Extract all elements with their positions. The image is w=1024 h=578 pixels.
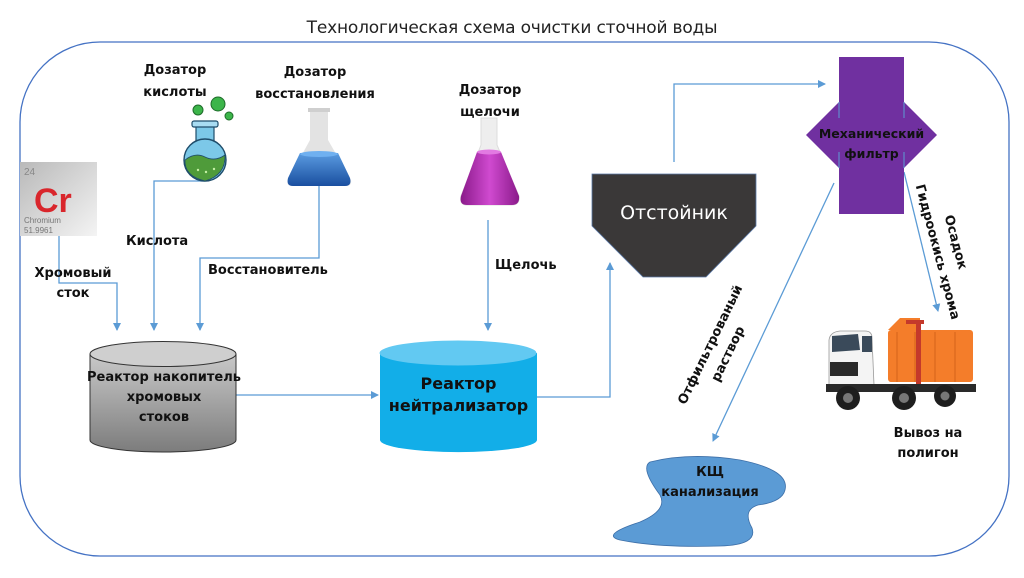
garbage-truck-icon (826, 318, 976, 410)
mechanical-filter-line1: Механический (818, 126, 925, 141)
landfill-label: Вывоз на полигон (878, 424, 978, 464)
connector-filter-to-truck (903, 171, 941, 312)
landfill-line1: Вывоз на (893, 426, 963, 441)
reducer-dispenser-label: Дозатор восстановления (250, 62, 380, 106)
alkali-dispenser-line2: щелочи (460, 105, 520, 120)
reducer-flow-label: Восстановитель (208, 263, 328, 278)
connectors (58, 80, 941, 442)
neutralizer-reactor-line1: Реактор (420, 374, 497, 393)
sewer-blob-shape (613, 456, 786, 547)
erlenmeyer-flask-blue-icon (287, 108, 352, 186)
chromium-element-tile: 24 Cr Chromium 51.9961 (20, 162, 97, 236)
chrome-drain-label: Хромовый сток (28, 264, 118, 304)
connector-chrome-drain (58, 236, 121, 331)
neutralizer-reactor-label: Реактор нейтрализатор (380, 373, 537, 417)
neutralizer-reactor-line2: нейтрализатор (388, 396, 529, 415)
process-boundary-frame (19, 41, 1010, 557)
acid-dispenser-line2: кислоты (143, 85, 207, 100)
erlenmeyer-flask-purple-icon (460, 117, 520, 206)
page-title: Технологическая схема очистки сточной во… (306, 18, 718, 38)
connector-neutralizer-to-settler (537, 262, 614, 398)
connector-reducer (196, 186, 320, 331)
reducer-dispenser-line1: Дозатор (283, 65, 347, 80)
chrome-drain-line1: Хромовый (34, 266, 112, 281)
acid-dispenser-line1: Дозатор (143, 63, 207, 78)
connector-filter-to-sewer (712, 182, 835, 442)
round-flask-green-icon (183, 96, 234, 182)
element-name: Chromium (24, 216, 61, 225)
sewer-line2: канализация (661, 485, 759, 500)
connector-acid (150, 180, 205, 331)
storage-reactor-label: Реактор накопитель хромовых стоков (86, 368, 242, 428)
sewer-label: КЩ канализация (655, 463, 765, 503)
storage-reactor-cylinder (89, 341, 237, 453)
landfill-line2: полигон (897, 446, 959, 461)
sewer-line1: КЩ (696, 465, 724, 480)
storage-reactor-line2: хромовых (126, 390, 202, 405)
reducer-dispenser-line2: восстановления (255, 87, 375, 102)
element-mass: 51.9961 (24, 226, 53, 235)
settling-tank-shape (591, 173, 757, 278)
element-symbol: Cr (34, 182, 72, 220)
acid-flow-label: Кислота (126, 234, 189, 249)
storage-reactor-line3: стоков (138, 410, 190, 425)
mechanical-filter-line2: фильтр (844, 146, 899, 161)
connector-settler-to-filter (673, 80, 826, 162)
storage-reactor-line1: Реактор накопитель (87, 370, 241, 385)
settling-tank-label: Отстойник (620, 202, 728, 224)
alkali-dispenser-label: Дозатор щелочи (445, 80, 535, 124)
acid-dispenser-label: Дозатор кислоты (130, 60, 220, 104)
neutralizer-reactor-cylinder (379, 340, 537, 453)
chrome-drain-line2: сток (56, 286, 90, 301)
alkali-flow-label: Щелочь (495, 258, 557, 273)
mechanical-filter-shape (806, 57, 937, 214)
alkali-dispenser-line1: Дозатор (458, 83, 522, 98)
element-number: 24 (24, 167, 36, 178)
mechanical-filter-label: Механический фильтр (806, 124, 937, 164)
